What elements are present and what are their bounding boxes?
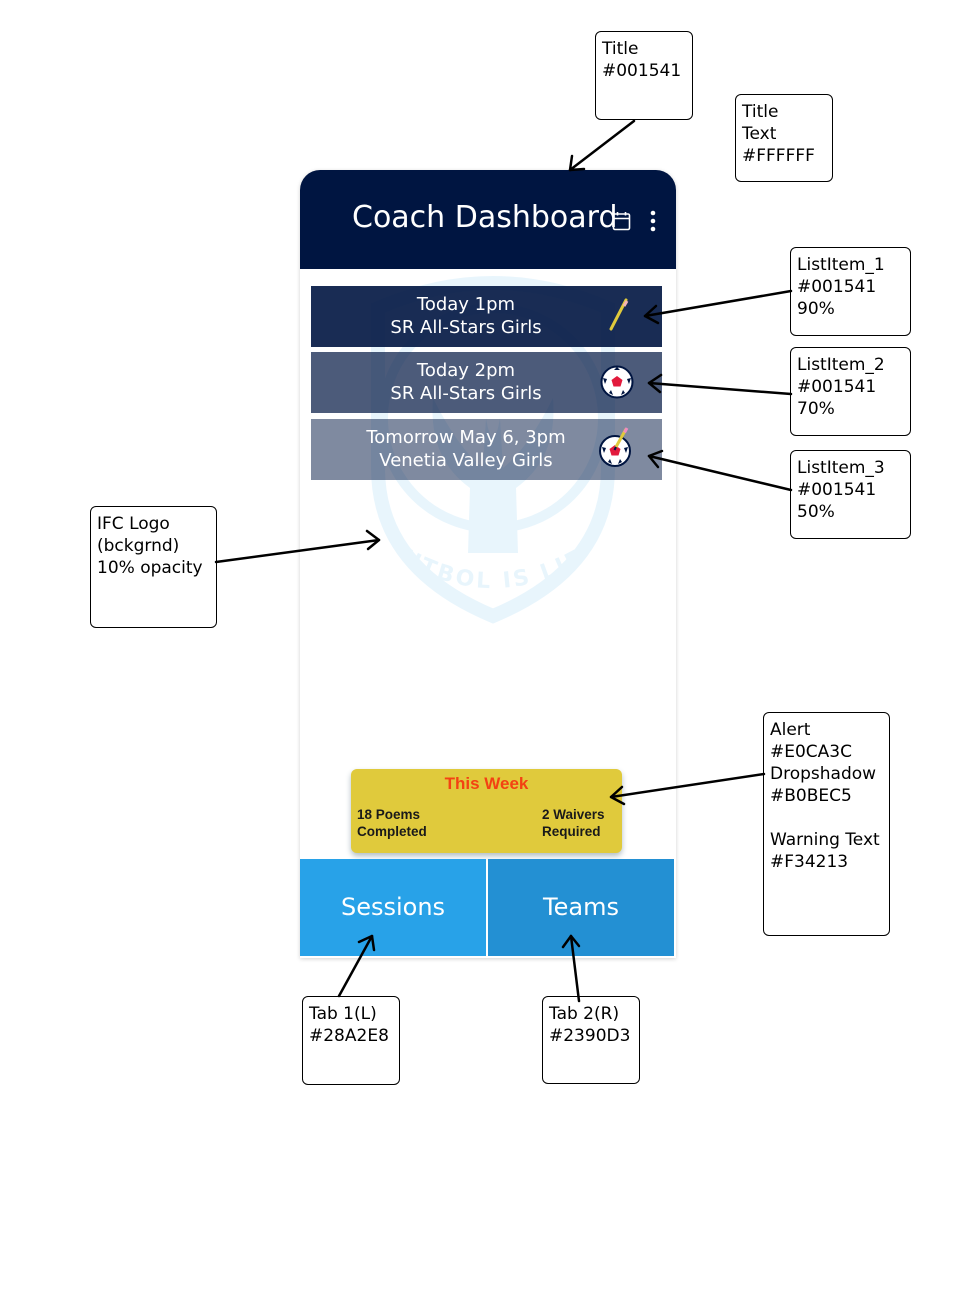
calendar-icon[interactable] xyxy=(612,211,631,231)
annotation-list-item-2: ListItem_2 #001541 70% xyxy=(790,347,911,436)
soccer-ball-pencil-icon[interactable] xyxy=(599,427,635,469)
list-item-time: Tomorrow May 6, 3pm xyxy=(366,427,566,448)
tab-label: Sessions xyxy=(340,893,446,921)
list-item-time: Today 2pm xyxy=(416,360,516,381)
annotation-alert: Alert #E0CA3C Dropshadow #B0BEC5 Warning… xyxy=(763,712,890,936)
arrowhead-title xyxy=(568,154,586,172)
poems-completed-text: 18 Poems Completed xyxy=(357,807,427,839)
annotation-tab2: Tab 2(R) #2390D3 xyxy=(542,996,640,1084)
arrow-list-item-1 xyxy=(643,289,793,318)
waivers-required-text: 2 Waivers Required xyxy=(542,807,605,839)
list-item-3[interactable]: Tomorrow May 6, 3pm Venetia Valley Girls xyxy=(311,419,662,480)
soccer-ball-icon[interactable] xyxy=(600,365,634,399)
tab-sessions[interactable]: Sessions xyxy=(300,859,486,956)
arrowhead-tab1 xyxy=(357,934,376,952)
annotation-list-item-1: ListItem_1 #001541 90% xyxy=(790,247,911,336)
arrowhead-list-item-1 xyxy=(643,304,660,325)
more-vertical-icon[interactable] xyxy=(650,210,656,232)
weekly-alert-card[interactable]: This Week 18 Poems Completed 2 Waivers R… xyxy=(351,769,622,853)
page-title: Coach Dashboard xyxy=(352,200,618,235)
arrowhead-tab2 xyxy=(561,934,581,949)
arrowhead-alert xyxy=(609,785,626,806)
arrow-list-item-2 xyxy=(647,381,793,396)
annotation-logo: IFC Logo (bckgrnd) 10% opacity xyxy=(90,506,217,628)
arrow-tab2 xyxy=(569,934,581,1003)
arrow-tab1 xyxy=(337,934,374,998)
title-bar: Coach Dashboard xyxy=(300,170,676,269)
arrowhead-list-item-2 xyxy=(647,373,663,394)
list-item-team: Venetia Valley Girls xyxy=(379,450,553,471)
arrow-logo xyxy=(214,538,381,564)
annotation-title-text: Title Text #FFFFFF xyxy=(735,94,833,182)
annotation-list-item-3: ListItem_3 #001541 50% xyxy=(790,450,911,539)
tab-teams[interactable]: Teams xyxy=(488,859,674,956)
list-item-time: Today 1pm xyxy=(416,294,516,315)
list-item-team: SR All-Stars Girls xyxy=(390,317,542,338)
pencil-icon[interactable] xyxy=(606,297,632,333)
list-item-team: SR All-Stars Girls xyxy=(390,383,542,404)
list-item-2[interactable]: Today 2pm SR All-Stars Girls xyxy=(311,352,662,413)
arrow-list-item-3 xyxy=(647,454,793,492)
arrowhead-list-item-3 xyxy=(647,449,664,469)
alert-title: This Week xyxy=(444,774,529,793)
annotation-title: Title #001541 xyxy=(595,31,693,120)
arrow-alert xyxy=(609,772,766,799)
phone-mockup: FUTBOL IS LIFE Coach Dashboard Today 1pm… xyxy=(300,170,676,958)
annotation-tab1: Tab 1(L) #28A2E8 xyxy=(302,996,400,1085)
tab-label: Teams xyxy=(543,893,619,921)
arrow-title xyxy=(568,119,636,172)
list-item-1[interactable]: Today 1pm SR All-Stars Girls xyxy=(311,286,662,347)
arrowhead-logo xyxy=(365,529,381,551)
